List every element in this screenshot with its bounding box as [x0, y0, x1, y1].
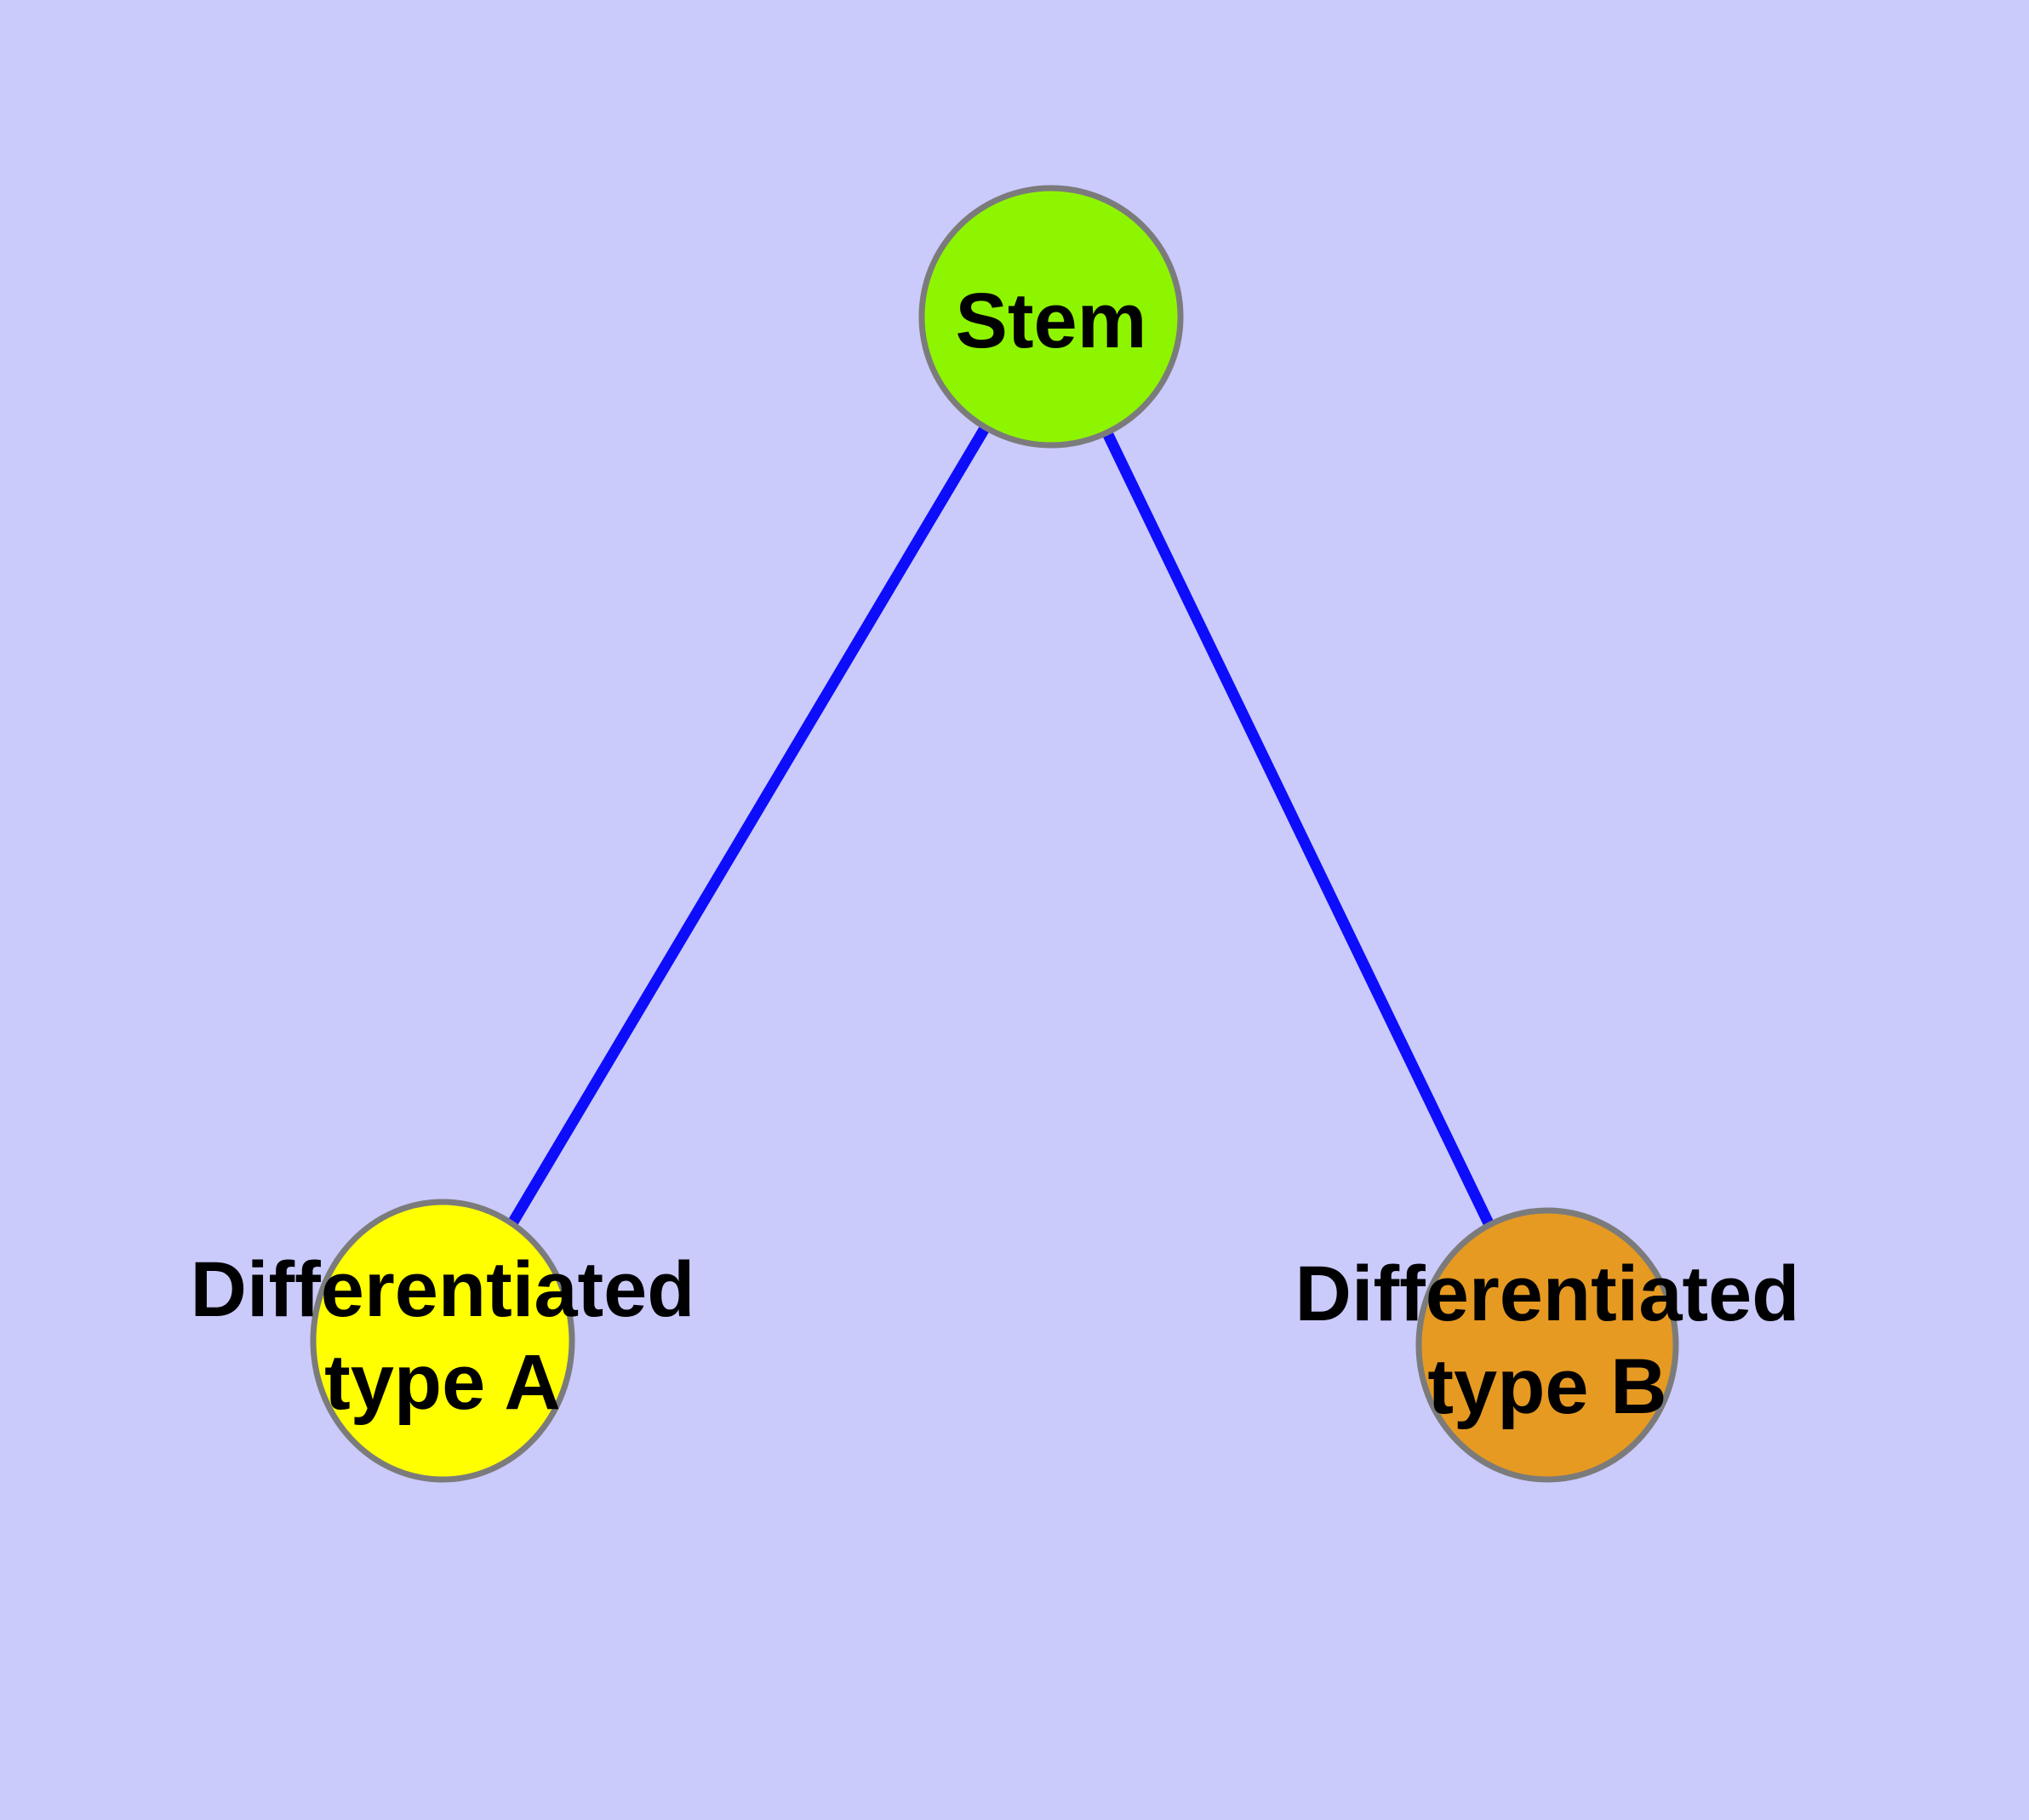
node-stem-label: Stem [956, 278, 1147, 364]
node-type-b-label-line1: Differentiated [1295, 1251, 1800, 1337]
node-type-b-circle [1415, 1207, 1679, 1483]
node-type-a-circle [310, 1199, 575, 1483]
node-type-b-label-line2: type B [1427, 1343, 1666, 1430]
edge-stem-to-type-b [1046, 314, 1552, 1348]
edge-stem-to-type-a [437, 313, 1056, 1344]
node-stem-circle [918, 185, 1184, 449]
node-type-a-label-line1: Differentiated [191, 1246, 695, 1333]
node-type-a-label-line2: type A [324, 1339, 561, 1426]
